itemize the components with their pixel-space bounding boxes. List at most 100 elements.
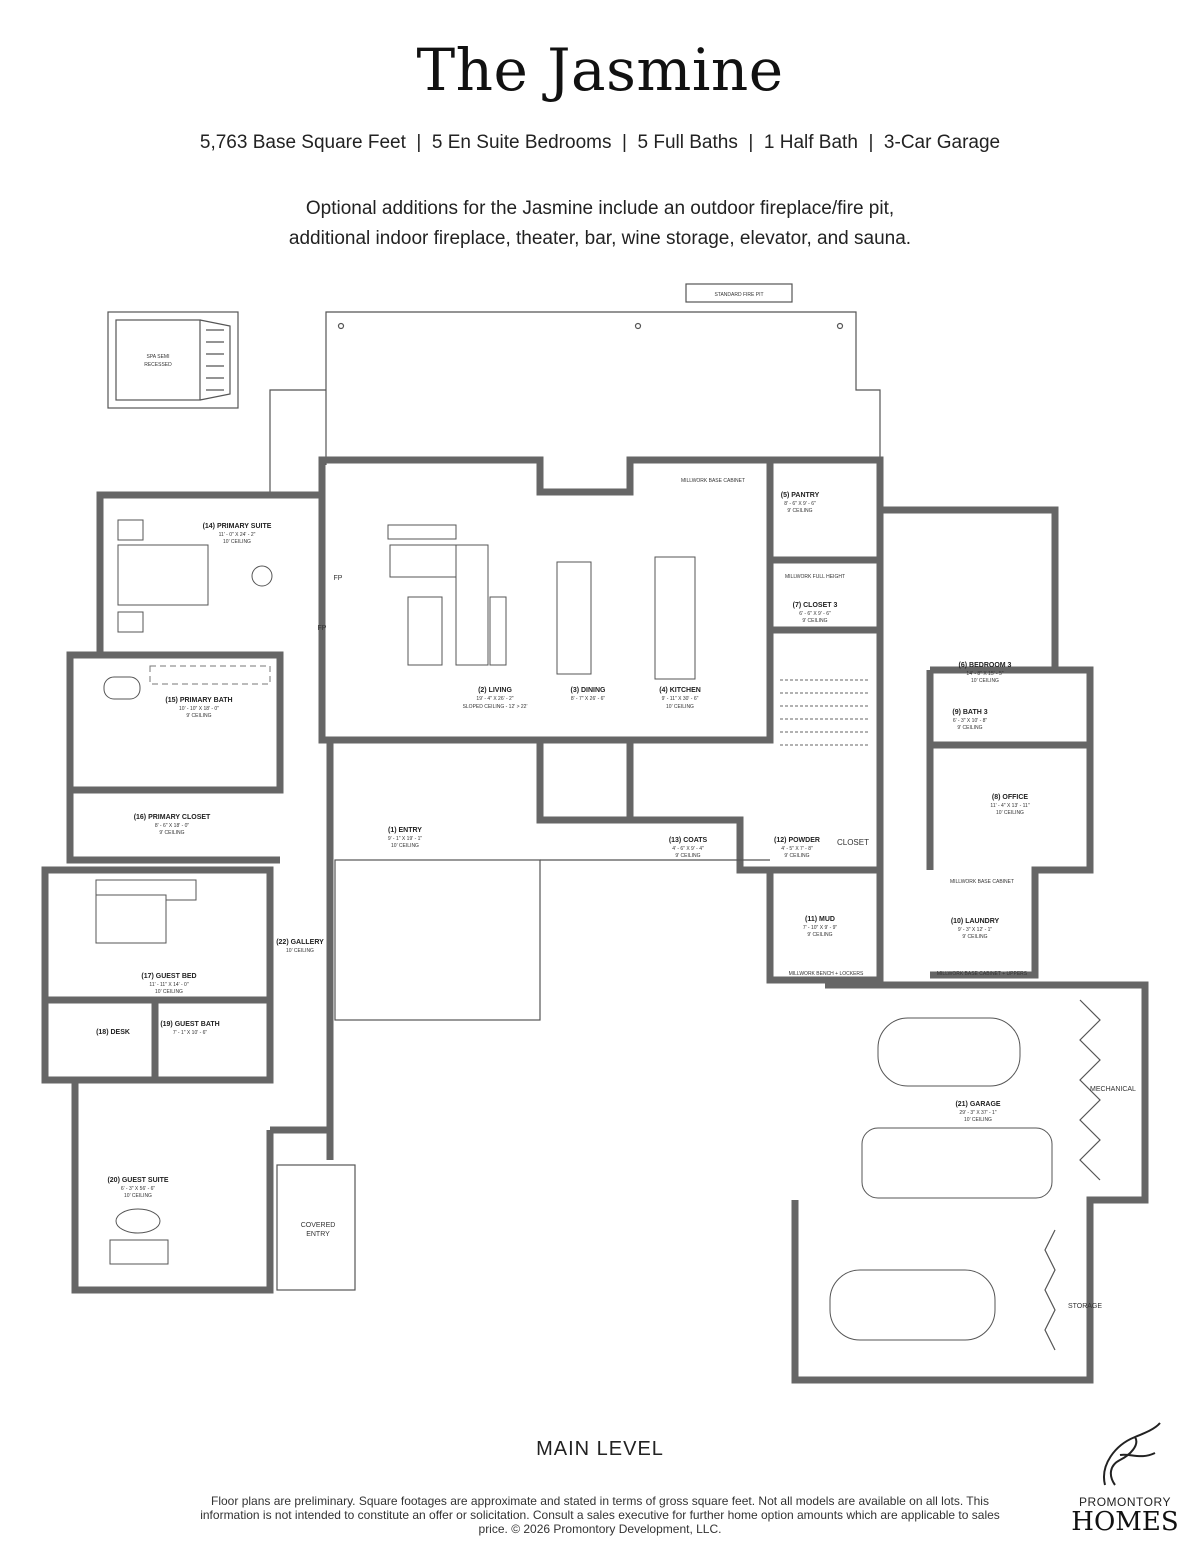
furniture — [95, 519, 1101, 1351]
covered-entry-label: COVERED — [301, 1222, 336, 1229]
svg-text:7' - 1" X 10' - 6": 7' - 1" X 10' - 6" — [173, 1030, 208, 1036]
svg-text:29' - 3" X 37' - 1": 29' - 3" X 37' - 1" — [959, 1110, 996, 1116]
room-office: (8) OFFICE 11' - 4" X 13' - 11"10' CEILIN… — [990, 794, 1029, 816]
millwork-laundry-label: MILLWORK BASE CABINET — [950, 879, 1014, 885]
svg-text:(21) GARAGE: (21) GARAGE — [955, 1101, 1000, 1108]
room-garage: (21) GARAGE 29' - 3" X 37' - 1"10' CEILIN… — [955, 1101, 1000, 1123]
svg-text:6' - 3" X 56' - 6": 6' - 3" X 56' - 6" — [121, 1186, 156, 1192]
svg-text:9' CEILING: 9' CEILING — [962, 934, 987, 940]
description-line-2: additional indoor fireplace, theater, ba… — [288, 228, 912, 249]
description-line-1: Optional additions for the Jasmine inclu… — [305, 198, 895, 219]
svg-text:SLOPED CEILING - 12' > 22': SLOPED CEILING - 12' > 22' — [463, 704, 528, 710]
millwork-laundry-uppers-label: MILLWORK BASE CABINET + UPPERS — [937, 971, 1028, 977]
svg-text:9' CEILING: 9' CEILING — [186, 713, 211, 719]
optional-additions: Optional additions for the Jasmine inclu… — [0, 194, 1200, 254]
svg-text:(11) MUD: (11) MUD — [805, 916, 835, 923]
svg-text:9' - 1" X 19' - 1": 9' - 1" X 19' - 1" — [388, 836, 423, 842]
entry-court — [334, 859, 541, 1021]
room-bedroom-3: (6) BEDROOM 314' - 8" X 15' - 5"10' CEIL… — [959, 662, 1012, 684]
svg-text:9' CEILING: 9' CEILING — [675, 853, 700, 859]
spa-label-2: RECESSED — [144, 362, 172, 368]
spa: SPA SEMI RECESSED — [107, 311, 239, 409]
room-closet-3: (7) CLOSET 36' - 6" X 9' - 6"9' CEILING — [793, 602, 838, 624]
room-primary-suite: (14) PRIMARY SUITE 11' - 0" X 24' - 2"10'… — [203, 523, 272, 545]
room-mud: (11) MUD 7' - 10" X 9' - 9"9' CEILING — [803, 916, 838, 938]
fire-pit-label: STANDARD FIRE PIT — [714, 292, 763, 298]
svg-text:9' CEILING: 9' CEILING — [807, 932, 832, 938]
svg-text:(4) KITCHEN: (4) KITCHEN — [659, 687, 701, 694]
plan-title: The Jasmine — [416, 36, 784, 104]
svg-text:10' CEILING: 10' CEILING — [124, 1193, 152, 1199]
svg-text:10' - 10" X 18' - 0": 10' - 10" X 18' - 0" — [179, 706, 219, 712]
svg-text:9' CEILING: 9' CEILING — [787, 508, 812, 514]
svg-text:9' - 11" X 30' - 6": 9' - 11" X 30' - 6" — [662, 696, 699, 702]
svg-text:9' CEILING: 9' CEILING — [159, 830, 184, 836]
logo-line-1: PROMONTORY — [1079, 1495, 1171, 1509]
closet-label: CLOSET — [837, 838, 869, 847]
svg-text:11' - 11" X 14' - 0": 11' - 11" X 14' - 0" — [149, 982, 188, 988]
svg-text:10' CEILING: 10' CEILING — [996, 810, 1024, 816]
svg-text:(22) GALLERY: (22) GALLERY — [276, 939, 324, 946]
svg-text:10' CEILING: 10' CEILING — [964, 1117, 992, 1123]
svg-text:7' - 10" X 9' - 9": 7' - 10" X 9' - 9" — [803, 925, 838, 931]
svg-text:(8) OFFICE: (8) OFFICE — [992, 794, 1028, 801]
svg-text:6' - 3" X 10' - 8": 6' - 3" X 10' - 8" — [953, 718, 988, 724]
logo-line-2: HOMES — [1071, 1507, 1179, 1537]
svg-text:8' - 7" X 26' - 6": 8' - 7" X 26' - 6" — [571, 696, 606, 702]
room-coats: (13) COATS 4' - 6" X 9' - 4"9' CEILING — [669, 837, 708, 859]
svg-text:10' CEILING: 10' CEILING — [971, 678, 999, 684]
room-guest-bath: (19) GUEST BATH 7' - 1" X 10' - 6" — [160, 1021, 219, 1036]
svg-text:(19) GUEST BATH: (19) GUEST BATH — [160, 1021, 219, 1028]
svg-text:6' - 6" X 9' - 6": 6' - 6" X 9' - 6" — [799, 611, 831, 617]
svg-text:8' - 6" X 18' - 0": 8' - 6" X 18' - 0" — [155, 823, 190, 829]
svg-text:(13) COATS: (13) COATS — [669, 837, 708, 844]
svg-text:9' - 3" X 12' - 1": 9' - 3" X 12' - 1" — [958, 927, 993, 933]
svg-text:4' - 6" X 9' - 4": 4' - 6" X 9' - 4" — [672, 846, 704, 852]
car — [829, 1269, 996, 1341]
svg-text:9' CEILING: 9' CEILING — [957, 725, 982, 731]
room-gallery: (22) GALLERY 10' CEILING — [276, 939, 324, 954]
millwork-closet-label: MILLWORK FULL HEIGHT — [785, 574, 845, 580]
svg-text:9' CEILING: 9' CEILING — [802, 618, 827, 624]
svg-text:10' CEILING: 10' CEILING — [155, 989, 183, 995]
svg-text:(14) PRIMARY SUITE: (14) PRIMARY SUITE — [203, 523, 272, 530]
floor-plan: STANDARD FIRE PIT SPA SEMI RECESSED — [41, 283, 1149, 1384]
svg-text:10' CEILING: 10' CEILING — [391, 843, 419, 849]
covered-entry-label-2: ENTRY — [306, 1231, 330, 1238]
fireplace-label: FP — [334, 575, 343, 582]
svg-text:(18) DESK: (18) DESK — [96, 1029, 130, 1036]
svg-text:(1) ENTRY: (1) ENTRY — [388, 827, 422, 834]
room-desk: (18) DESK — [96, 1029, 130, 1036]
svg-text:11' - 4" X 13' - 11": 11' - 4" X 13' - 11" — [990, 803, 1029, 809]
patio-outline — [325, 311, 881, 465]
svg-text:10' CEILING: 10' CEILING — [223, 539, 251, 545]
mechanical-label: MECHANICAL — [1090, 1086, 1136, 1093]
svg-text:(6) BEDROOM 3: (6) BEDROOM 3 — [959, 662, 1012, 669]
svg-text:8' - 6" X 9' - 6": 8' - 6" X 9' - 6" — [784, 501, 816, 507]
svg-text:(15) PRIMARY BATH: (15) PRIMARY BATH — [165, 697, 232, 704]
room-bath-3: (9) BATH 3 6' - 3" X 10' - 8"9' CEILING — [952, 709, 987, 731]
fire-pit — [685, 283, 793, 303]
disclaimer: Floor plans are preliminary. Square foot… — [200, 1494, 1000, 1536]
room-pantry: (5) PANTRY 8' - 6" X 9' - 6"9' CEILING — [781, 492, 820, 514]
svg-text:(9) BATH 3: (9) BATH 3 — [952, 709, 987, 716]
svg-text:(20) GUEST SUITE: (20) GUEST SUITE — [107, 1177, 168, 1184]
svg-text:10' CEILING: 10' CEILING — [666, 704, 694, 710]
svg-text:(5) PANTRY: (5) PANTRY — [781, 492, 820, 499]
walls — [41, 456, 1149, 1384]
room-entry: (1) ENTRY 9' - 1" X 19' - 1"10' CEILING — [388, 827, 423, 849]
room-primary-bath: (15) PRIMARY BATH 10' - 10" X 18' - 0"9' … — [165, 697, 232, 719]
svg-text:(16) PRIMARY CLOSET: (16) PRIMARY CLOSET — [134, 814, 211, 821]
svg-text:(2) LIVING: (2) LIVING — [478, 687, 512, 694]
promontory-logo: PROMONTORY HOMES — [1060, 1415, 1190, 1545]
spa-label: SPA SEMI — [147, 354, 170, 360]
millwork-label: MILLWORK BASE CABINET — [681, 478, 745, 484]
svg-text:11' - 0" X 24' - 2": 11' - 0" X 24' - 2" — [219, 532, 256, 538]
svg-text:10' CEILING: 10' CEILING — [286, 948, 314, 954]
room-primary-closet: (16) PRIMARY CLOSET 8' - 6" X 18' - 0"9' … — [134, 814, 211, 836]
